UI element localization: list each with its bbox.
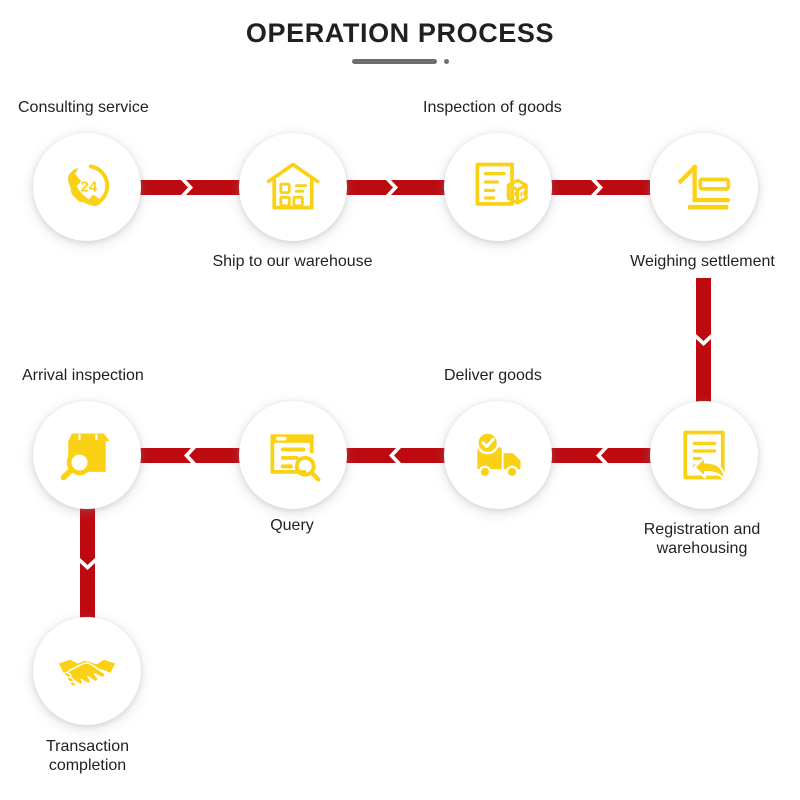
document-box-inspection-icon: [468, 157, 528, 217]
step-circle: [239, 401, 347, 509]
step-label-deliver-goods: Deliver goods: [444, 367, 542, 384]
step-circle: [444, 401, 552, 509]
step-node-inspection-of-goods[interactable]: [444, 133, 552, 241]
step-node-registration-warehousing[interactable]: [650, 401, 758, 509]
step-label-weighing-settlement: Weighing settlement: [630, 253, 775, 270]
chevron-down-icon: [696, 334, 711, 346]
step-label-registration-warehousing: Registration and warehousing: [643, 521, 761, 557]
step-circle: [650, 133, 758, 241]
page-title: OPERATION PROCESS: [245, 18, 555, 48]
step-circle: [444, 133, 552, 241]
step-circle: 24: [33, 133, 141, 241]
box-magnifier-icon: [57, 425, 117, 485]
connector-inspection-to-weighing: [550, 180, 650, 195]
step-label-ship-to-warehouse: Ship to our warehouse: [212, 253, 373, 270]
connector-weighing-to-registration: [696, 278, 711, 403]
document-arrow-register-icon: [674, 425, 734, 485]
step-node-arrival-inspection[interactable]: [33, 401, 141, 509]
step-label-transaction-completion: Transaction completion: [46, 738, 129, 774]
chevron-right-icon: [181, 180, 193, 195]
chevron-right-icon: [591, 180, 603, 195]
step-node-query[interactable]: [239, 401, 347, 509]
step-circle: [650, 401, 758, 509]
chevron-left-icon: [389, 448, 401, 463]
step-label-query: Query: [270, 517, 314, 534]
connector-registration-to-deliver: [550, 448, 655, 463]
document-search-query-icon: [263, 425, 323, 485]
chevron-right-icon: [386, 180, 398, 195]
title-divider: [0, 56, 800, 66]
handshake-icon: [57, 641, 117, 701]
phone-24h-support-icon: 24: [57, 157, 117, 217]
connector-arrival-to-transaction: [80, 508, 95, 618]
connector-consulting-to-warehouse: [140, 180, 240, 195]
connector-warehouse-to-inspection: [345, 180, 445, 195]
chevron-down-icon: [80, 558, 95, 570]
weighing-scale-icon: [674, 157, 734, 217]
connector-query-to-arrival: [140, 448, 240, 463]
step-label-arrival-inspection: Arrival inspection: [22, 367, 144, 384]
step-node-weighing-settlement[interactable]: [650, 133, 758, 241]
step-node-consulting-service[interactable]: 24: [33, 133, 141, 241]
step-label-consulting-service: Consulting service: [18, 99, 149, 116]
chevron-left-icon: [184, 448, 196, 463]
step-node-ship-to-warehouse[interactable]: [239, 133, 347, 241]
delivery-truck-check-icon: [468, 425, 528, 485]
step-label-inspection-of-goods: Inspection of goods: [423, 99, 562, 116]
step-circle: [33, 401, 141, 509]
title-divider-bar: [351, 58, 437, 64]
step-node-deliver-goods[interactable]: [444, 401, 552, 509]
chevron-left-icon: [596, 448, 608, 463]
svg-text:24: 24: [81, 179, 98, 196]
step-circle: [33, 617, 141, 725]
title-divider-dot: [443, 58, 449, 64]
step-node-transaction-completion[interactable]: [33, 617, 141, 725]
warehouse-house-icon: [263, 157, 323, 217]
connector-deliver-to-query: [345, 448, 445, 463]
step-circle: [239, 133, 347, 241]
